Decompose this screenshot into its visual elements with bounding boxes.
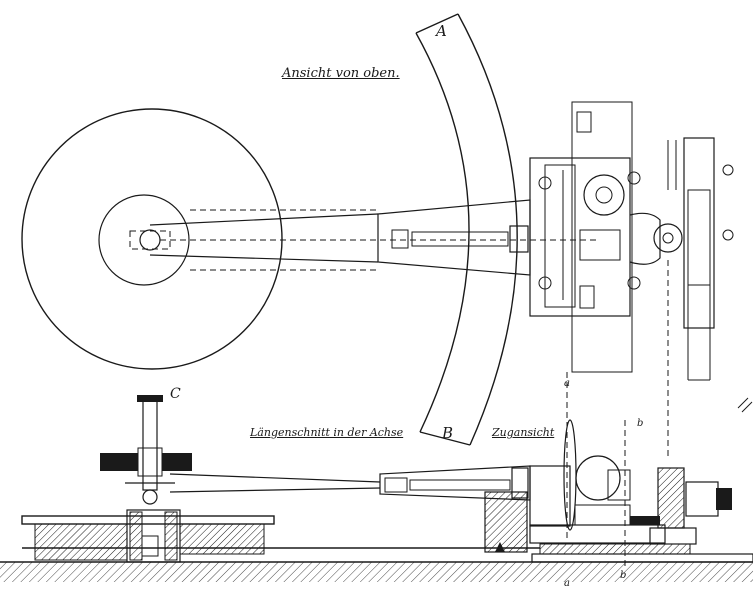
center-hole — [139, 229, 161, 251]
end-view-label: Zugansicht — [492, 426, 555, 439]
clamp-mechanism — [529, 101, 683, 373]
mark-b-bottom: b — [620, 570, 627, 581]
top-view — [21, 13, 734, 570]
section-label: Längenschnitt in der Achse — [250, 426, 404, 439]
arc-label-b: B — [442, 424, 454, 442]
screw-column — [667, 137, 734, 381]
large-disk-outline — [21, 108, 283, 370]
mark-a-bottom: a — [564, 578, 570, 589]
arc-scale — [415, 32, 470, 433]
mark-b-top: b — [637, 418, 644, 429]
screw-label-c: C — [170, 386, 181, 402]
ground-hatch — [0, 562, 753, 582]
section-view — [0, 395, 753, 582]
hub-circle — [98, 194, 190, 286]
mark-a-top: a — [564, 378, 570, 389]
arm — [149, 199, 600, 276]
top-view-label: Ansicht von oben. — [282, 66, 400, 81]
hub-slot — [129, 230, 171, 250]
arc-label-a: A — [436, 22, 447, 40]
